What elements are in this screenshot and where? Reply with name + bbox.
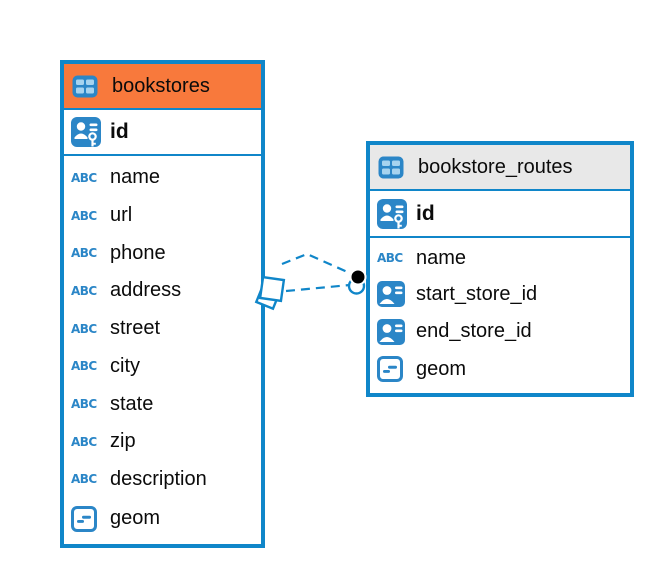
column-name: street [110,317,161,340]
column-name: id [110,120,129,143]
endpoint-dot-icon [349,268,367,286]
table-title: bookstores [112,74,210,97]
column-row[interactable]: geom [71,498,261,539]
column-row[interactable]: ABC name [377,241,630,276]
column-name: geom [110,507,161,530]
table-icon [378,156,409,179]
pk-icon [71,117,102,147]
column-row[interactable]: end_store_id [377,313,630,351]
column-row[interactable]: ABC state [71,385,261,423]
column-row[interactable]: ABC zip [71,423,261,461]
column-row[interactable]: ABC street [71,310,261,348]
table-header[interactable]: bookstore_routes [370,145,630,191]
geometry-icon [71,505,102,532]
column-row[interactable]: ABC name [71,159,261,197]
column-row[interactable]: ABC address [71,272,261,310]
dot-marker[interactable] [347,268,367,295]
table-title: bookstore_routes [418,155,573,178]
table-icon [72,75,103,98]
column-name: zip [110,430,136,453]
relationship-line-upper [281,252,353,276]
text-icon: ABC [71,434,97,449]
column-name: name [110,166,161,189]
text-icon: ABC [71,208,97,223]
column-name: address [110,279,182,302]
text-icon: ABC [71,321,97,336]
column-row[interactable]: ABC url [71,197,261,235]
relationship-line-lower [285,283,351,293]
text-icon: ABC [71,170,97,185]
column-name: state [110,392,154,415]
column-row[interactable]: start_store_id [377,276,630,314]
endpoint-circle-icon [347,277,366,295]
column-name: phone [110,241,166,264]
column-name: name [416,246,467,269]
fk-icon [377,318,408,345]
column-row[interactable]: ABC city [71,348,261,386]
column-row[interactable]: ABC description [71,461,261,499]
fields-section: ABC name ABC url ABC phone ABC address A… [64,156,261,544]
primary-key-row[interactable]: id [370,191,630,238]
column-name: geom [416,357,467,380]
column-name: city [110,354,140,377]
fields-section: ABC name start_store_id end_store_id [370,238,630,393]
geometry-icon [377,356,408,383]
column-name: url [110,204,133,227]
pk-icon [377,198,408,229]
text-icon: ABC [71,246,97,261]
column-name: description [110,467,207,490]
text-icon: ABC [71,397,97,412]
fk-icon [377,281,408,308]
column-name: id [416,201,435,225]
column-row[interactable]: geom [377,351,630,389]
primary-key-row[interactable]: id [64,110,261,156]
table-bookstores[interactable]: bookstores id ABC name ABC url ABC [60,60,265,548]
column-name: end_store_id [416,320,532,343]
text-icon: ABC [377,251,403,266]
text-icon: ABC [71,359,97,374]
column-row[interactable]: ABC phone [71,234,261,272]
text-icon: ABC [71,472,97,487]
table-bookstore-routes[interactable]: bookstore_routes id ABC name [366,141,634,397]
column-name: start_store_id [416,282,538,305]
table-header[interactable]: bookstores [64,64,261,110]
text-icon: ABC [71,283,97,298]
